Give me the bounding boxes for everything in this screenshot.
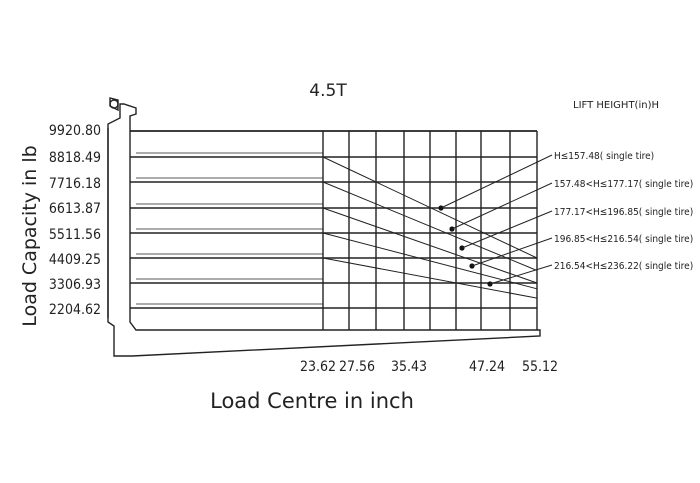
y-axis-label: Load Capacity in lb [19, 145, 41, 326]
leader-line-4 [471, 237, 553, 267]
leader-line-1 [440, 154, 553, 209]
legend-label-2: 157.48<H≤177.17( single tire) [554, 179, 693, 190]
y-tick-label: 3306.93 [49, 277, 101, 293]
legend-leaders [440, 154, 553, 285]
y-tick-label: 8818.49 [49, 150, 101, 166]
legend-title: LIFT HEIGHT(in)H [573, 100, 659, 111]
x-tick-label: 27.56 [339, 359, 375, 375]
legend-labels: H≤157.48( single tire) 157.48<H≤177.17( … [554, 151, 693, 272]
legend-label-1: H≤157.48( single tire) [554, 151, 654, 162]
y-tick-labels: 9920.80 8818.49 7716.18 6613.87 5511.56 … [49, 123, 101, 318]
leader-line-2 [451, 182, 553, 230]
y-tick-label: 7716.18 [49, 176, 101, 192]
y-tick-label: 6613.87 [49, 201, 101, 217]
chart-title: 4.5T [309, 81, 347, 101]
x-tick-labels: 23.62 27.56 35.43 47.24 55.12 [300, 359, 558, 375]
capacity-curve-4 [322, 232, 538, 290]
capacity-curve-5 [322, 257, 538, 299]
leader-line-3 [461, 210, 553, 249]
y-tick-label: 5511.56 [49, 227, 101, 243]
y-tick-label: 4409.25 [49, 252, 101, 268]
y-tick-label: 2204.62 [49, 302, 101, 318]
legend-label-3: 177.17<H≤196.85( single tire) [554, 207, 693, 218]
legend-label-5: 216.54<H≤236.22( single tire) [554, 261, 693, 272]
leader-line-5 [489, 264, 553, 285]
x-tick-label: 23.62 [300, 359, 336, 375]
x-tick-label: 35.43 [391, 359, 427, 375]
capacity-curve-3 [322, 207, 538, 284]
capacity-curve-1 [322, 156, 538, 259]
chart-grid [130, 130, 538, 330]
x-axis-label: Load Centre in inch [210, 389, 414, 413]
x-tick-label: 55.12 [522, 359, 558, 375]
fork-outline [107, 97, 541, 357]
y-tick-label: 9920.80 [49, 123, 101, 139]
x-tick-label: 47.24 [469, 359, 505, 375]
legend-label-4: 196.85<H≤216.54( single tire) [554, 234, 693, 245]
